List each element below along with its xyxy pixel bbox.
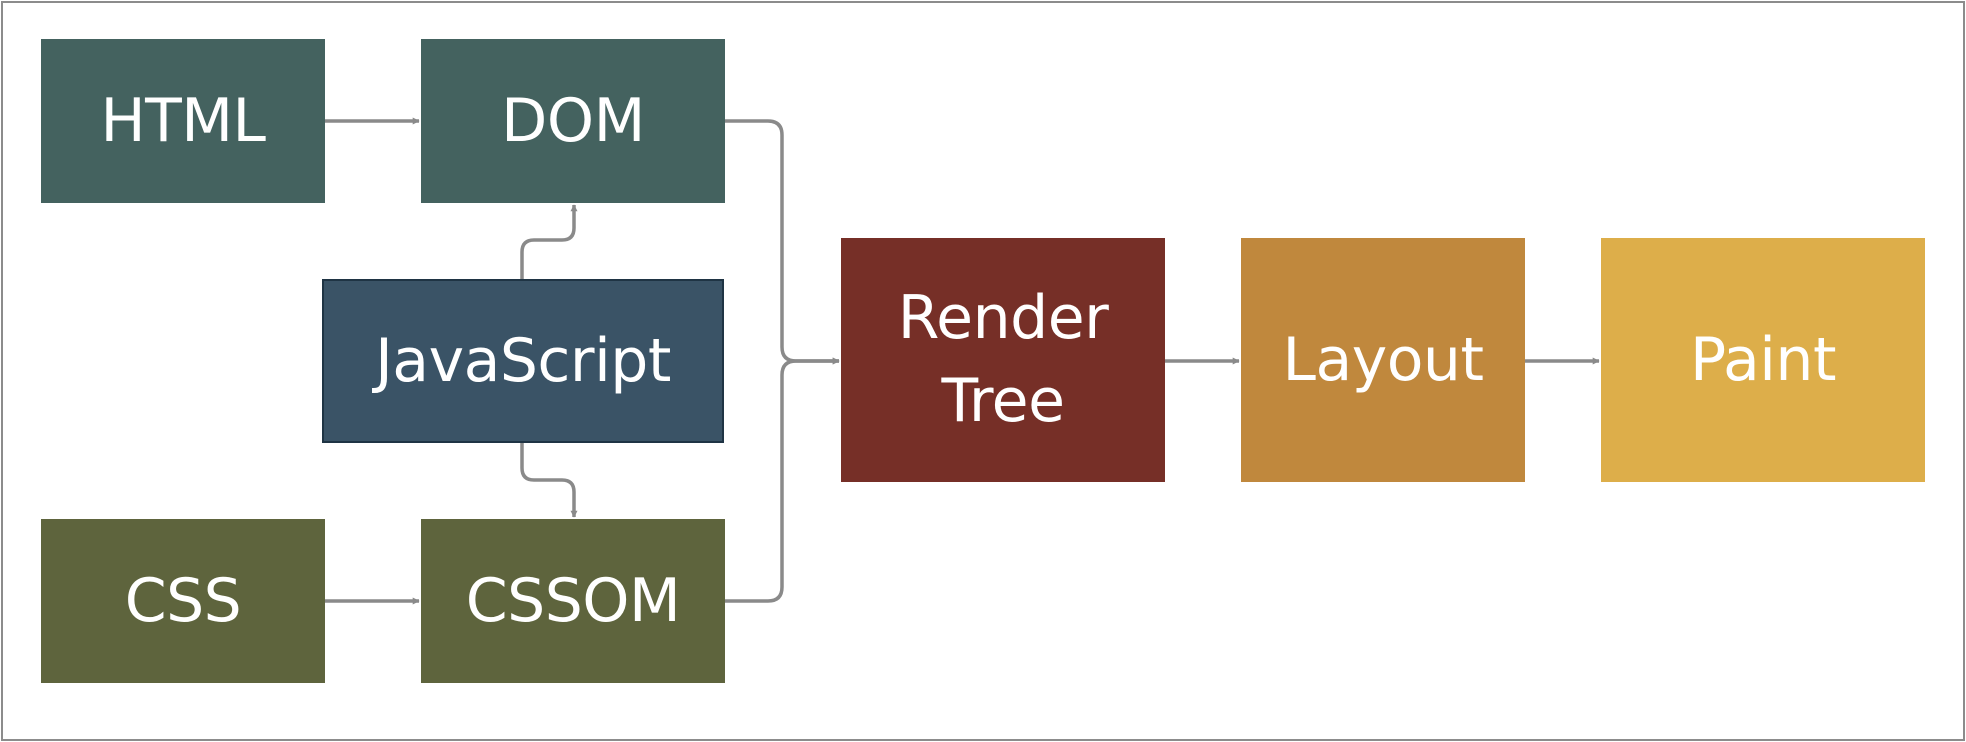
edge-dom-render: [725, 119, 840, 365]
node-dom: DOM: [421, 39, 725, 203]
edge-js-cssom: [520, 443, 578, 518]
node-javascript: JavaScript: [322, 279, 724, 443]
edge-cssom-render: [725, 357, 840, 603]
node-render-tree-label: Render Tree: [897, 283, 1109, 436]
node-render-tree: Render Tree: [841, 238, 1165, 482]
node-css-label: CSS: [124, 565, 242, 636]
node-css: CSS: [41, 519, 325, 683]
node-dom-label: DOM: [501, 85, 645, 156]
node-paint: Paint: [1601, 238, 1925, 482]
node-layout-label: Layout: [1282, 324, 1484, 395]
node-html-label: HTML: [100, 85, 266, 156]
edge-js-dom: [520, 204, 578, 279]
node-cssom-label: CSSOM: [465, 565, 681, 636]
node-html: HTML: [41, 39, 325, 203]
node-layout: Layout: [1241, 238, 1525, 482]
node-javascript-label: JavaScript: [375, 325, 671, 396]
node-paint-label: Paint: [1690, 324, 1836, 395]
node-cssom: CSSOM: [421, 519, 725, 683]
